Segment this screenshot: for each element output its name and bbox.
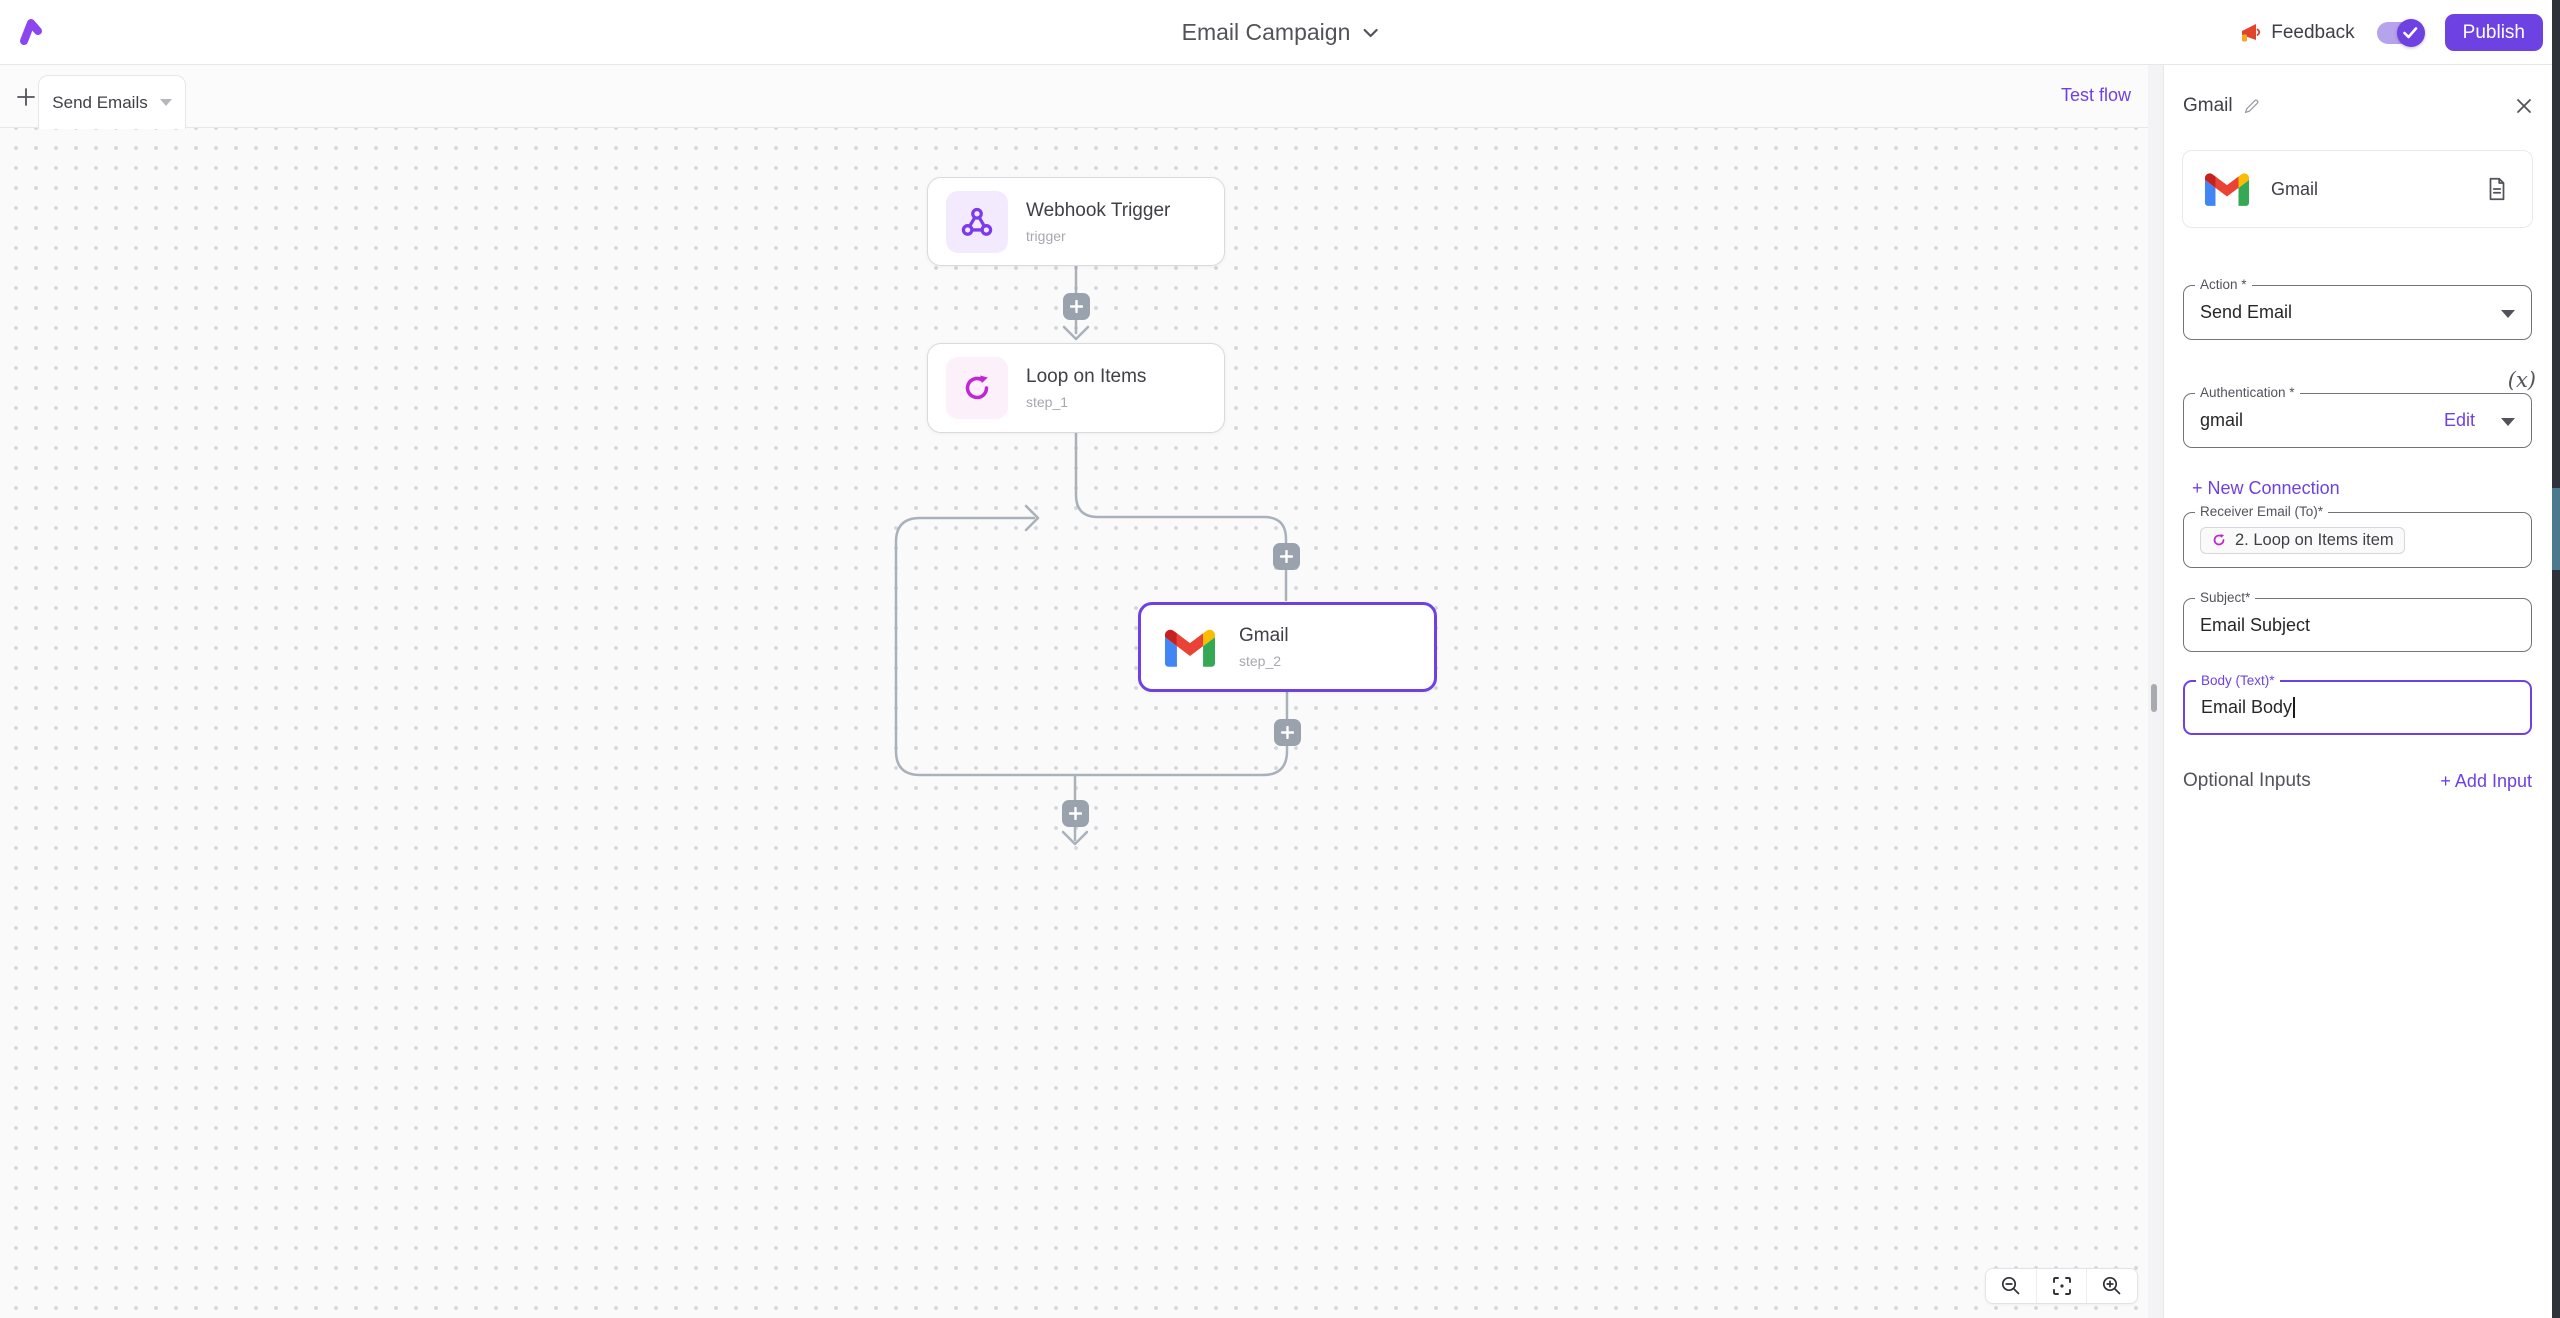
- zoom-in-button[interactable]: [2086, 1269, 2137, 1303]
- action-value: Send Email: [2200, 302, 2293, 322]
- zoom-in-icon: [2103, 1276, 2121, 1295]
- text-cursor: [2293, 697, 2296, 718]
- node-subtitle: trigger: [1026, 227, 1066, 244]
- authentication-value: gmail: [2200, 410, 2244, 430]
- feedback-button[interactable]: Feedback: [2238, 21, 2355, 45]
- add-step-button[interactable]: [1063, 293, 1090, 320]
- subject-label: Subject*: [2195, 590, 2256, 605]
- action-select[interactable]: Action * Send Email: [2183, 277, 2532, 340]
- node-subtitle: step_1: [1026, 394, 1069, 410]
- node-gmail[interactable]: Gmail step_2: [1138, 602, 1437, 692]
- action-label: Action *: [2195, 277, 2252, 292]
- select-caret-icon: [2501, 417, 2515, 426]
- gmail-icon: [1159, 616, 1221, 678]
- node-webhook-trigger[interactable]: Webhook Trigger trigger: [927, 177, 1225, 266]
- chevron-down-icon: [1363, 28, 1378, 37]
- subject-value: Email Subject: [2200, 614, 2311, 635]
- subject-input[interactable]: Subject* Email Subject: [2183, 590, 2532, 652]
- token-chip-label: 2. Loop on Items item: [2235, 530, 2394, 549]
- window-scrollbar[interactable]: [2552, 0, 2560, 1318]
- publish-toggle[interactable]: [2376, 18, 2425, 47]
- app-info-card: Gmail: [2182, 150, 2533, 228]
- zoom-out-button[interactable]: [1986, 1269, 2036, 1303]
- feedback-label: Feedback: [2271, 21, 2355, 43]
- optional-inputs-row: Optional Inputs + Add Input: [2183, 770, 2532, 792]
- panel-title: Gmail: [2183, 95, 2233, 116]
- edit-connection-link[interactable]: Edit: [2443, 410, 2475, 430]
- loop-item-token-chip[interactable]: 2. Loop on Items item: [2200, 526, 2405, 554]
- edit-name-pencil-icon[interactable]: [2243, 98, 2260, 115]
- insert-variable-button[interactable]: (x): [2507, 368, 2536, 392]
- node-texts: Gmail step_2: [1239, 625, 1289, 669]
- step-settings-panel: Gmail Gmail Action *: [2163, 65, 2552, 1318]
- add-step-button[interactable]: [1273, 543, 1300, 570]
- receiver-email-label: Receiver Email (To)*: [2195, 504, 2329, 519]
- top-bar: Email Campaign Feedback: [0, 0, 2560, 65]
- node-title: Loop on Items: [1026, 366, 1147, 387]
- select-caret-icon: [2501, 309, 2515, 318]
- node-title: Gmail: [1239, 625, 1289, 646]
- node-texts: Loop on Items step_1: [1026, 366, 1146, 410]
- fit-to-view-button[interactable]: [2035, 1269, 2087, 1303]
- plus-icon: [1280, 550, 1293, 563]
- tab-send-emails[interactable]: Send Emails: [38, 75, 186, 129]
- node-texts: Webhook Trigger trigger: [1026, 200, 1170, 244]
- node-title: Webhook Trigger: [1026, 199, 1171, 221]
- optional-inputs-label: Optional Inputs: [2183, 770, 2311, 791]
- loop-icon: [946, 357, 1008, 419]
- top-bar-actions: Feedback Publish: [2238, 0, 2543, 65]
- add-flow-button[interactable]: [14, 85, 38, 109]
- tab-label: Send Emails: [52, 92, 148, 112]
- body-value: Email Body: [2201, 697, 2293, 717]
- docs-icon[interactable]: [2484, 176, 2510, 202]
- node-subtitle: step_2: [1239, 653, 1282, 669]
- plus-icon: [1281, 726, 1294, 739]
- webhook-icon: [946, 190, 1008, 253]
- panel-header: Gmail: [2183, 91, 2534, 121]
- toggle-thumb-check-icon: [2396, 18, 2425, 47]
- flow-title-text: Email Campaign: [1181, 19, 1351, 45]
- publish-button[interactable]: Publish: [2444, 14, 2543, 51]
- add-input-link[interactable]: + Add Input: [2440, 770, 2532, 791]
- canvas-zoom-toolbar: [1985, 1268, 2138, 1304]
- app-name: Gmail: [2271, 178, 2319, 199]
- plus-icon: [1070, 300, 1083, 313]
- receiver-email-input[interactable]: Receiver Email (To)* 2. Loop on Items it…: [2183, 504, 2532, 568]
- add-step-button[interactable]: [1062, 800, 1089, 827]
- fit-view-icon: [2052, 1277, 2071, 1295]
- megaphone-icon: [2242, 23, 2261, 41]
- panel-resize-handle[interactable]: [2151, 684, 2157, 712]
- authentication-label: Authentication *: [2195, 385, 2300, 400]
- add-step-button[interactable]: [1274, 719, 1301, 746]
- scrollbar-thumb[interactable]: [2552, 488, 2560, 570]
- publish-label: Publish: [2462, 21, 2525, 43]
- gmail-icon: [2205, 173, 2249, 206]
- test-flow-button[interactable]: Test flow: [2060, 85, 2131, 105]
- panel-resize-gutter: [2148, 65, 2163, 1318]
- activepieces-logo-icon: [20, 19, 42, 45]
- loop-icon: [2213, 534, 2225, 546]
- new-connection-link[interactable]: + New Connection: [2192, 478, 2340, 498]
- flow-tab-strip: Send Emails Test flow: [0, 65, 2163, 129]
- body-text-input[interactable]: Body (Text)* Email Body: [2183, 673, 2532, 735]
- zoom-out-icon: [2001, 1276, 2020, 1295]
- close-icon[interactable]: [2514, 96, 2534, 116]
- tab-chevron-down-icon: [159, 99, 172, 106]
- flow-title-menu[interactable]: Email Campaign: [1182, 0, 1379, 65]
- authentication-select[interactable]: Authentication * gmail Edit: [2183, 385, 2532, 448]
- node-loop-on-items[interactable]: Loop on Items step_1: [927, 343, 1225, 433]
- body-label: Body (Text)*: [2196, 673, 2280, 688]
- plus-icon: [1069, 807, 1082, 820]
